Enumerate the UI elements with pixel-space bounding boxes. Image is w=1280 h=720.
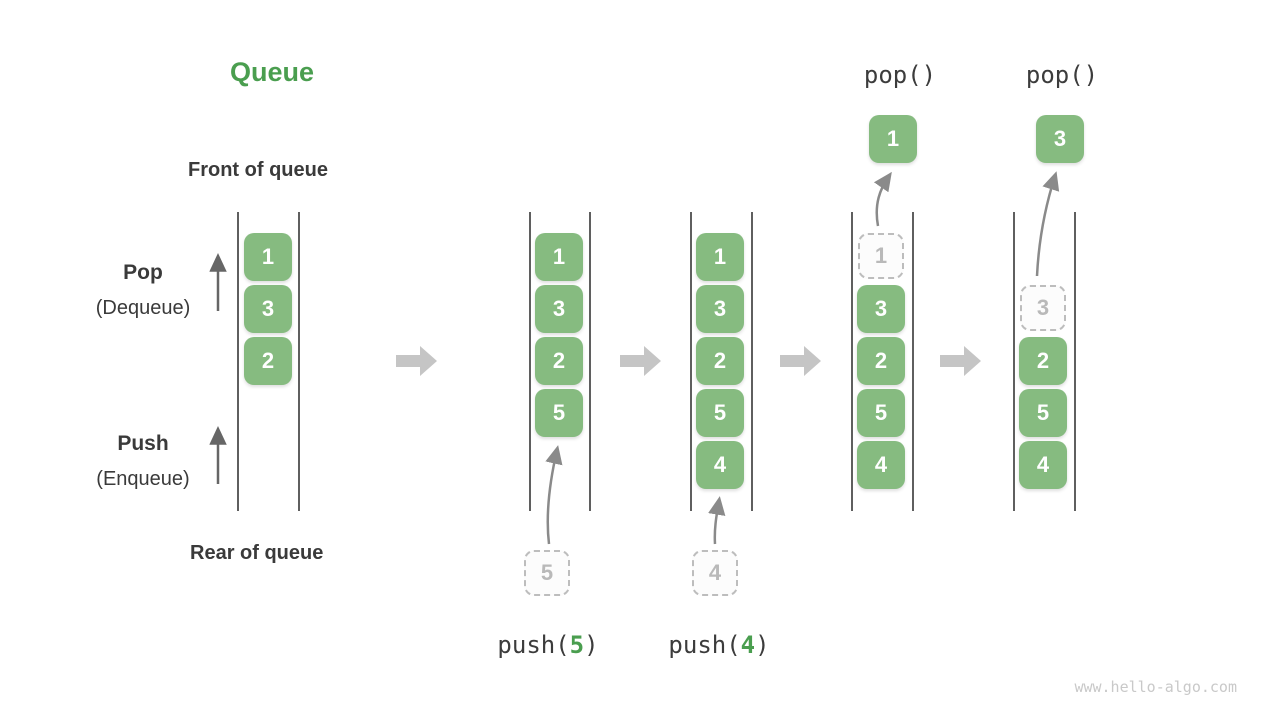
queue-item: 1 [244,233,292,281]
pop-3-arrow [1035,171,1060,277]
outgoing-ghost-item: 1 [858,233,904,279]
rear-of-queue-label: Rear of queue [190,542,324,564]
flow-arrow [780,346,821,376]
enqueue-label: (Enqueue) [96,468,190,490]
push-5-arrow [545,445,563,545]
popped-item: 1 [869,115,917,163]
push-call-prefix: push( [497,631,570,659]
queue-rail [529,212,531,511]
queue-rail [298,212,300,511]
queue-item: 5 [1019,389,1067,437]
queue-item: 3 [244,285,292,333]
queue-item: 3 [535,285,583,333]
popped-item: 3 [1036,115,1084,163]
queue-rail [237,212,239,511]
flow-arrow [396,346,437,376]
pop-call-label: pop() [863,61,937,89]
queue-item: 5 [535,389,583,437]
pop-label: Pop [123,261,163,284]
push-label: Push [117,432,169,455]
queue-item: 2 [857,337,905,385]
queue-item: 4 [1019,441,1067,489]
push-call-arg: 5 [569,631,585,659]
queue-rail [1074,212,1076,511]
front-of-queue-label: Front of queue [188,159,328,181]
queue-item: 2 [696,337,744,385]
queue-item: 1 [696,233,744,281]
pop-1-arrow [873,171,892,227]
queue-rail [751,212,753,511]
queue-item: 2 [1019,337,1067,385]
queue-item: 3 [857,285,905,333]
push-call-prefix: push( [668,631,741,659]
queue-item: 2 [244,337,292,385]
flow-arrow [620,346,661,376]
push-call-suffix: ) [755,631,770,659]
queue-rail [589,212,591,511]
queue-rail [1013,212,1015,511]
diagram-title: Queue [230,57,315,87]
watermark: www.hello-algo.com [1074,678,1237,696]
queue-item: 4 [857,441,905,489]
push-label-group: Push (Enqueue) [55,432,231,491]
queue-item: 4 [696,441,744,489]
queue-rail [912,212,914,511]
incoming-ghost-item: 5 [524,550,570,596]
pop-label-group: Pop (Dequeue) [55,261,231,320]
queue-item: 5 [696,389,744,437]
flow-arrow [940,346,981,376]
push-4-arrow [708,496,726,545]
queue-rail [690,212,692,511]
outgoing-ghost-item: 3 [1020,285,1066,331]
queue-item: 1 [535,233,583,281]
queue-rail [851,212,853,511]
push-call-arg: 4 [740,631,756,659]
push-call-suffix: ) [584,631,599,659]
pop-call-label: pop() [1025,61,1099,89]
queue-item: 2 [535,337,583,385]
push-call-label: push(4) [639,631,799,659]
queue-item: 3 [696,285,744,333]
queue-item: 5 [857,389,905,437]
dequeue-label: (Dequeue) [95,297,191,319]
incoming-ghost-item: 4 [692,550,738,596]
push-call-label: push(5) [468,631,628,659]
